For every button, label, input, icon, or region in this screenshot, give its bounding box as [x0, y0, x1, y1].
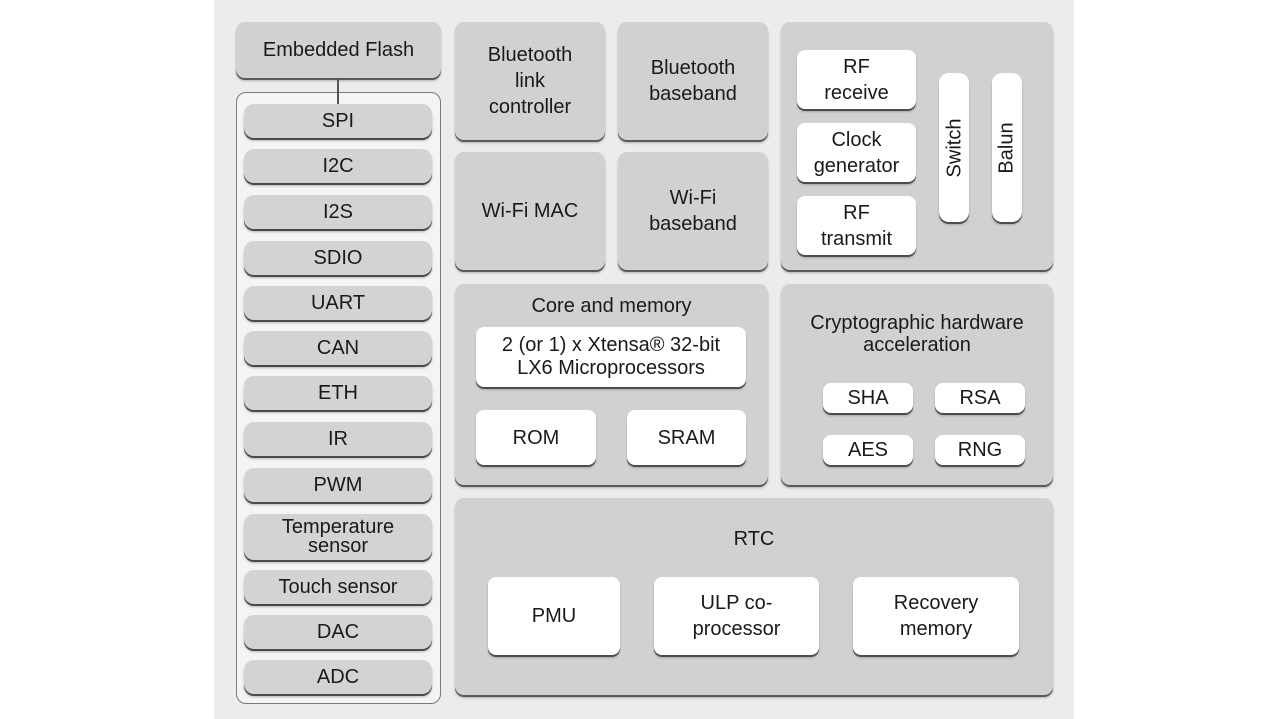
- crypto-label: RSA: [959, 387, 1001, 409]
- wifi-mac-block: Wi-Fi MAC: [455, 152, 605, 270]
- peripheral-touch-sensor: Touch sensor: [244, 570, 432, 604]
- peripheral-i2c: I2C: [244, 149, 432, 183]
- processor-label: 2 (or 1) x Xtensa® 32-bit LX6 Microproce…: [501, 334, 721, 379]
- rf-transmit-label: RF transmit: [820, 201, 893, 250]
- peripheral-label: DAC: [316, 620, 360, 643]
- crypto-title: Cryptographic hardware acceleration: [810, 312, 1024, 356]
- peripheral-label: ETH: [318, 381, 358, 404]
- rom-block: ROM: [476, 410, 596, 465]
- wifi-mac-label: Wi-Fi MAC: [481, 200, 579, 222]
- processor-block: 2 (or 1) x Xtensa® 32-bit LX6 Microproce…: [476, 327, 746, 387]
- clock-generator-block: Clock generator: [797, 123, 916, 182]
- crypto-aes: AES: [823, 435, 913, 465]
- core-memory-title: Core and memory: [531, 295, 692, 317]
- peripheral-uart: UART: [244, 286, 432, 320]
- clock-generator-label: Clock generator: [813, 128, 900, 177]
- peripheral-label: SPI: [321, 109, 355, 132]
- peripheral-can: CAN: [244, 331, 432, 365]
- peripheral-label: CAN: [316, 336, 360, 359]
- pmu-label: PMU: [531, 605, 577, 627]
- bluetooth-baseband-label: Bluetooth baseband: [649, 57, 737, 105]
- sram-label: SRAM: [657, 426, 716, 449]
- flash-spi-connector: [337, 78, 339, 104]
- peripheral-label: I2S: [322, 200, 354, 223]
- crypto-sha: SHA: [823, 383, 913, 413]
- pmu-block: PMU: [488, 577, 620, 655]
- peripheral-i2s: I2S: [244, 195, 432, 229]
- peripheral-temperature-sensor: Temperature sensor: [244, 514, 432, 560]
- sram-block: SRAM: [627, 410, 746, 465]
- peripheral-label: I2C: [322, 154, 354, 177]
- peripheral-label: PWM: [313, 473, 363, 496]
- bluetooth-link-controller-label: Bluetooth link controller: [487, 44, 573, 118]
- peripheral-label: IR: [328, 427, 348, 450]
- bluetooth-baseband-block: Bluetooth baseband: [618, 22, 768, 140]
- embedded-flash-block: Embedded Flash: [236, 22, 441, 78]
- wifi-baseband-block: Wi-Fi baseband: [618, 152, 768, 270]
- peripheral-label: UART: [310, 291, 366, 314]
- peripheral-label: Touch sensor: [278, 575, 398, 598]
- peripheral-label: Temperature sensor: [281, 516, 395, 557]
- bluetooth-link-controller-block: Bluetooth link controller: [455, 22, 605, 140]
- balun-label: Balun: [996, 121, 1018, 174]
- ulp-coprocessor-label: ULP co-processor: [692, 592, 781, 640]
- switch-label: Switch: [943, 118, 965, 177]
- peripheral-ir: IR: [244, 422, 432, 456]
- recovery-memory-label: Recovery memory: [893, 592, 979, 640]
- rom-label: ROM: [512, 426, 560, 449]
- peripheral-sdio: SDIO: [244, 241, 432, 275]
- peripheral-adc: ADC: [244, 660, 432, 694]
- peripheral-eth: ETH: [244, 376, 432, 410]
- peripheral-spi: SPI: [244, 104, 432, 138]
- peripheral-pwm: PWM: [244, 468, 432, 502]
- balun-block: Balun: [992, 73, 1022, 222]
- ulp-coprocessor-block: ULP co-processor: [654, 577, 819, 655]
- wifi-baseband-label: Wi-Fi baseband: [649, 187, 737, 235]
- peripheral-label: SDIO: [313, 246, 363, 269]
- crypto-label: SHA: [847, 387, 889, 409]
- rf-receive-block: RF receive: [797, 50, 916, 109]
- rtc-title: RTC: [733, 528, 775, 550]
- peripheral-dac: DAC: [244, 615, 432, 649]
- switch-block: Switch: [939, 73, 969, 222]
- crypto-rsa: RSA: [935, 383, 1025, 413]
- crypto-label: RNG: [957, 439, 1003, 461]
- crypto-label: AES: [847, 439, 889, 461]
- crypto-rng: RNG: [935, 435, 1025, 465]
- peripheral-label: ADC: [316, 665, 360, 688]
- recovery-memory-block: Recovery memory: [853, 577, 1019, 655]
- embedded-flash-label: Embedded Flash: [262, 39, 415, 61]
- rf-transmit-block: RF transmit: [797, 196, 916, 255]
- rf-receive-label: RF receive: [824, 55, 889, 104]
